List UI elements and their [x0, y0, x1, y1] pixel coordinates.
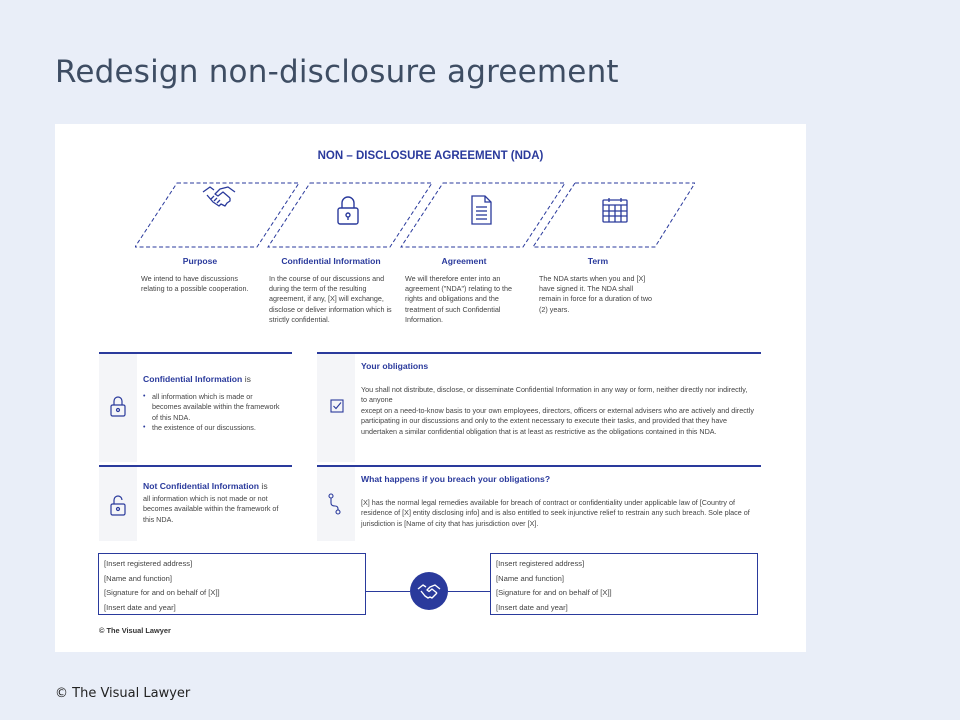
document-icon — [471, 195, 492, 225]
signature-line: [Signature for and on behalf of [X]] — [104, 588, 220, 597]
obligations-heading: Your obligations — [361, 361, 429, 371]
list-item: all information which is made or becomes… — [143, 392, 283, 423]
document-title: NON – DISCLOSURE AGREEMENT (NDA) — [317, 150, 544, 162]
column-heading: Purpose — [182, 256, 218, 266]
column-heading: Agreement — [441, 256, 487, 266]
not-confidential-heading-label: Not Confidential Information — [143, 481, 260, 491]
signature-box-left: [Insert registered address] [Name and fu… — [98, 553, 366, 615]
section-divider — [317, 352, 761, 354]
section-graphic-row — [135, 182, 695, 248]
padlock-icon — [110, 396, 126, 417]
signature-line: [Name and function] — [104, 573, 172, 583]
column-text: In the course of our discussions and dur… — [269, 274, 392, 324]
confidential-heading-label: Confidential Information — [143, 374, 243, 384]
signature-line: [Insert registered address] — [104, 559, 193, 568]
nda-document: NON – DISCLOSURE AGREEMENT (NDA) — [55, 124, 806, 652]
obligations-text-2: except on a need-to-know basis to your o… — [361, 405, 754, 436]
unlocked-padlock-icon — [110, 495, 126, 516]
not-confidential-text: all information which is not made or not… — [143, 494, 279, 524]
not-confidential-heading: Not Confidential Information is — [143, 481, 268, 491]
section-divider — [99, 352, 292, 354]
signature-connector — [366, 591, 410, 592]
column-confidential-information: Confidential Information In the course o… — [269, 256, 393, 325]
column-text: We intend to have discussions relating t… — [141, 274, 249, 294]
handshake-badge — [410, 572, 448, 610]
list-item: the existence of our discussions. — [143, 423, 283, 434]
slide-title: Redesign non-disclosure agreement — [55, 54, 619, 90]
obligations-text-1: You shall not distribute, disclose, or d… — [361, 385, 748, 405]
column-heading: Confidential Information — [281, 256, 381, 266]
calendar-icon — [602, 198, 628, 223]
section-divider — [317, 465, 761, 467]
obligations-text: You shall not distribute, disclose, or d… — [361, 385, 756, 437]
breach-heading: What happens if you breach your obligati… — [361, 474, 551, 484]
signature-line: [Name and function] — [496, 573, 564, 583]
not-confidential-heading-suffix: is — [261, 481, 268, 491]
section-divider — [99, 465, 292, 467]
signature-box-right: [Insert registered address] [Name and fu… — [490, 553, 758, 615]
column-heading: Term — [587, 256, 609, 266]
column-purpose: Purpose We intend to have discussions re… — [141, 256, 259, 294]
signature-line: [Insert registered address] — [496, 559, 585, 568]
confidential-heading-suffix: is — [244, 374, 251, 384]
route-icon — [328, 493, 341, 515]
column-text: The NDA starts when you and [X] have sig… — [539, 274, 653, 314]
parallelogram-frames — [135, 182, 695, 248]
handshake-icon — [417, 584, 441, 599]
checkbox-icon — [330, 399, 344, 413]
confidential-list: all information which is made or becomes… — [143, 392, 283, 434]
column-agreement: Agreement We will therefore enter into a… — [405, 256, 523, 325]
slide-footer: © The Visual Lawyer — [55, 686, 191, 701]
signature-line: [Insert date and year] — [104, 602, 176, 612]
signature-connector — [448, 591, 490, 592]
signature-line: [Insert date and year] — [496, 602, 568, 612]
confidential-heading: Confidential Information is — [143, 374, 251, 384]
padlock-icon — [337, 196, 359, 225]
column-term: Term The NDA starts when you and [X] hav… — [539, 256, 657, 315]
icon-panel — [317, 467, 355, 541]
document-copyright: © The Visual Lawyer — [99, 626, 171, 635]
column-text: We will therefore enter into an agreemen… — [405, 274, 512, 324]
breach-text: [X] has the normal legal remedies availa… — [361, 498, 750, 528]
handshake-icon — [202, 186, 236, 207]
signature-line: [Signature for and on behalf of [X]] — [496, 588, 612, 597]
